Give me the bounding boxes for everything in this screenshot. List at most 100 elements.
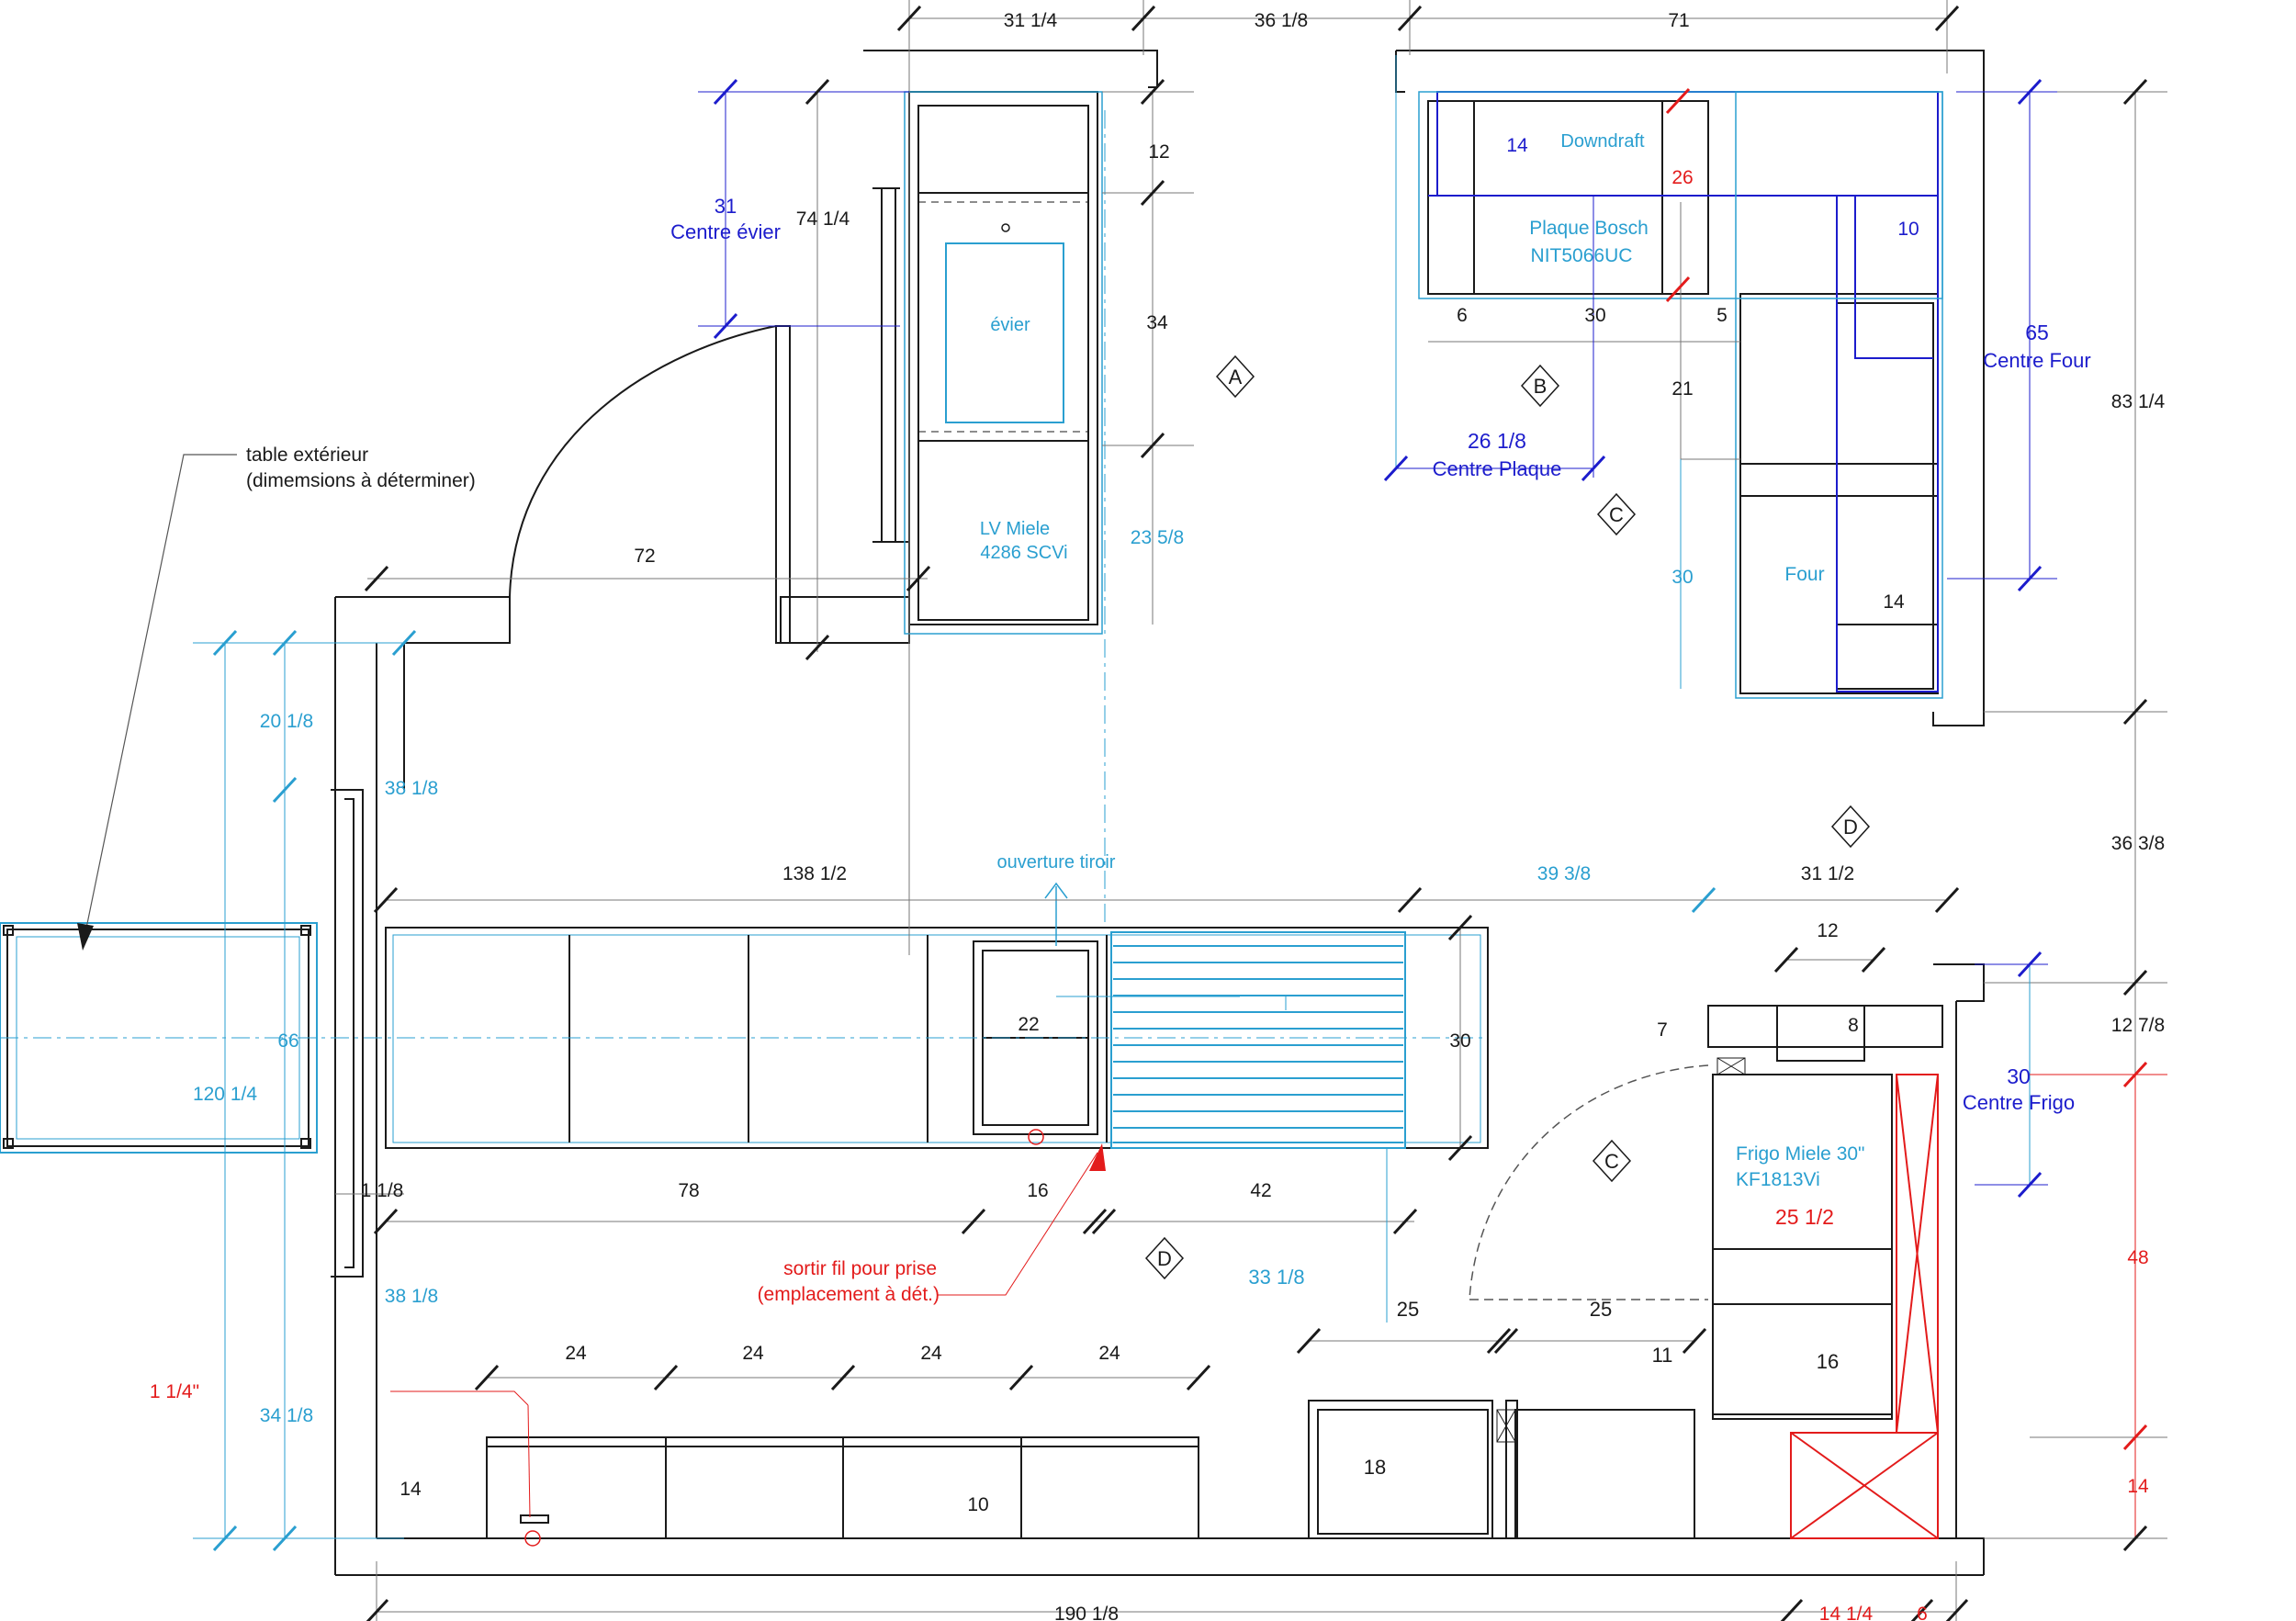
outlet-note-2: (emplacement à dét.) [758,1284,940,1305]
dim-83-1-4: 83 1/4 [2111,391,2166,412]
section-marker-d1 [1830,805,1871,849]
dim-42: 42 [1250,1180,1271,1201]
section-letter-b: B [1534,375,1548,398]
dim-14-oven: 14 [1883,591,1905,613]
dim-1-1-4-inch: 1 1/4" [150,1381,199,1402]
dim-138-1-2: 138 1/2 [782,863,847,884]
dim-top-2: 36 1/8 [1255,10,1308,31]
section-letter-c1: C [1609,503,1624,526]
oven-center-label: Centre Four [1983,349,2090,372]
dim-12-7-8: 12 7/8 [2111,1015,2165,1036]
dim-48: 48 [2127,1247,2148,1268]
dim-1-1-8: 1 1/8 [361,1180,404,1201]
dim-10-lower: 10 [967,1494,988,1515]
dishwasher-label-1: LV Miele [980,519,1050,539]
dim-12-fridge: 12 [1817,920,1838,941]
section-marker-d2 [1144,1236,1185,1280]
dim-18: 18 [1364,1456,1386,1479]
dim-14-downdraft: 14 [1506,135,1528,156]
leader-table [82,454,237,947]
table-width: 120 1/4 [193,1084,257,1105]
section-marker-a [1215,355,1255,399]
sink-label: évier [990,315,1030,335]
dim-38-1-8-bottom: 38 1/8 [385,1286,438,1307]
cooktop-label-2: NIT5066UC [1531,245,1633,266]
section-markers [1144,355,1871,1280]
dim-34: 34 [1146,312,1168,333]
dim-11: 11 [1652,1344,1673,1367]
section-letter-a: A [1229,366,1243,388]
dimension-ticks-red [1665,87,2148,1451]
dim-74-1-4: 74 1/4 [796,208,850,230]
dim-5: 5 [1716,305,1728,326]
dim-25-1-2: 25 1/2 [1775,1205,1834,1229]
dim-30-island: 30 [1449,1030,1470,1052]
dim-23-5-8: 23 5/8 [1131,527,1184,548]
faucet-icon [1001,223,1010,232]
fridge-cabinets [1707,1005,1943,1420]
door-swing [509,325,791,644]
sink-center-label: Centre évier [670,220,781,243]
dim-21: 21 [1671,378,1693,400]
dim-16-island: 16 [1027,1180,1048,1201]
fridge-label-1: Frigo Miele 30" [1736,1143,1865,1165]
dim-7: 7 [1657,1019,1668,1041]
dim-12: 12 [1148,141,1169,163]
dim-34-1-8: 34 1/8 [260,1405,313,1426]
outlet-note-1: sortir fil pour prise [783,1258,937,1279]
dim-25-a: 25 [1397,1298,1419,1321]
dim-26: 26 [1671,167,1693,188]
section-letter-d2: D [1157,1247,1172,1270]
dim-31-1-2: 31 1/2 [1801,863,1854,884]
fridge-panel-red [1790,1074,1939,1539]
lower-wall-cabinets [486,1400,1695,1539]
section-marker-c2 [1592,1139,1632,1183]
dim-39-3-8: 39 3/8 [1537,863,1591,884]
dim-14-fridge: 14 [2127,1476,2149,1497]
table-note-2: (dimemsions à déterminer) [246,470,476,491]
sink-center-value: 31 [715,195,737,218]
sink-basin [945,242,1064,423]
drawer-opening-label: ouverture tiroir [997,852,1116,872]
oven-label: Four [1784,564,1824,585]
outlet-icon-lower [524,1530,541,1547]
fridge-center-value: 30 [2007,1064,2031,1088]
dim-22: 22 [1018,1014,1039,1035]
dim-38-1-8-top: 38 1/8 [385,778,438,799]
dimension-lines-cyan [193,55,2031,1539]
section-marker-c1 [1596,492,1637,536]
dim-20-1-8: 20 1/8 [260,711,313,732]
dim-24-a: 24 [565,1343,587,1364]
dim-30-top: 30 [1584,305,1605,326]
dim-24-c: 24 [920,1343,942,1364]
dim-14-1-4: 14 1/4 [1819,1604,1874,1621]
dim-24-b: 24 [742,1343,764,1364]
cooktop-label-1: Plaque Bosch [1529,218,1649,239]
dimension-lines-red [390,1074,2167,1538]
downdraft-label: Downdraft [1560,131,1645,152]
dim-10: 10 [1897,219,1919,240]
fridge-center-label: Centre Frigo [1963,1091,2075,1114]
cooktop-center-value: 26 1/8 [1468,429,1526,453]
dim-14-lower: 14 [400,1479,422,1500]
dim-24-d: 24 [1098,1343,1120,1364]
prise-arrowhead [1089,1143,1106,1171]
outlet-icon [1028,1129,1044,1145]
dim-190-1-8: 190 1/8 [1054,1604,1119,1621]
oven-center-value: 65 [2025,321,2049,344]
dim-8: 8 [1848,1015,1859,1036]
cooktop-center-label: Centre Plaque [1433,457,1562,480]
section-marker-b [1520,364,1560,408]
table-arrowhead [77,923,94,951]
dimension-ticks-cyan [212,629,1716,1552]
dim-6-bottom: 6 [1917,1604,1928,1621]
fridge-door-swing [1469,1064,1709,1300]
dim-25-b: 25 [1590,1298,1612,1321]
dim-78: 78 [678,1180,699,1201]
dim-30-oven: 30 [1671,567,1693,588]
dimension-lines-navy [698,91,2057,1186]
drawer-open-arrow [1044,882,1068,899]
island-drawer-stripes [1110,931,1406,1149]
dimension-ticks [364,5,2148,1621]
